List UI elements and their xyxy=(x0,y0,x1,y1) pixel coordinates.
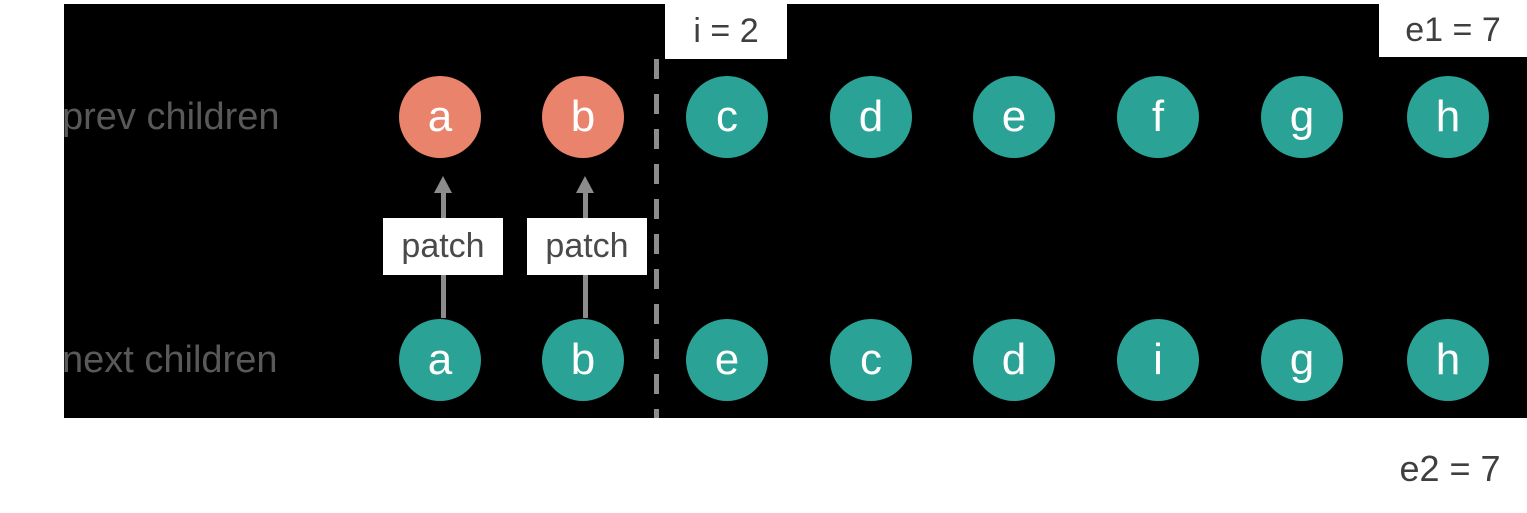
e2-pointer-label: e2 = 7 xyxy=(1399,448,1501,489)
node-circle: i xyxy=(1117,319,1199,401)
node-circle: g xyxy=(1261,76,1343,158)
node-circle: d xyxy=(973,319,1055,401)
patch-arrow-up-icon xyxy=(434,176,452,193)
node-circle: b xyxy=(542,76,624,158)
node-circle: a xyxy=(399,76,481,158)
node-circle: c xyxy=(830,319,912,401)
node-circle: e xyxy=(973,76,1055,158)
node-circle: f xyxy=(1117,76,1199,158)
node-circle: g xyxy=(1261,319,1343,401)
patch-label: patch xyxy=(527,218,647,275)
prev-children-label: prev children xyxy=(62,96,280,138)
e1-pointer-label: e1 = 7 xyxy=(1379,4,1527,57)
node-circle: d xyxy=(830,76,912,158)
next-children-label: next children xyxy=(62,339,278,381)
node-circle: h xyxy=(1407,319,1489,401)
index-pointer-label: i = 2 xyxy=(665,4,787,59)
node-circle: e xyxy=(686,319,768,401)
node-circle: a xyxy=(399,319,481,401)
patch-arrow-up-icon xyxy=(576,176,594,193)
split-dashed-line xyxy=(654,59,659,418)
patch-label: patch xyxy=(383,218,503,275)
node-circle: c xyxy=(686,76,768,158)
node-circle: h xyxy=(1407,76,1489,158)
node-circle: b xyxy=(542,319,624,401)
